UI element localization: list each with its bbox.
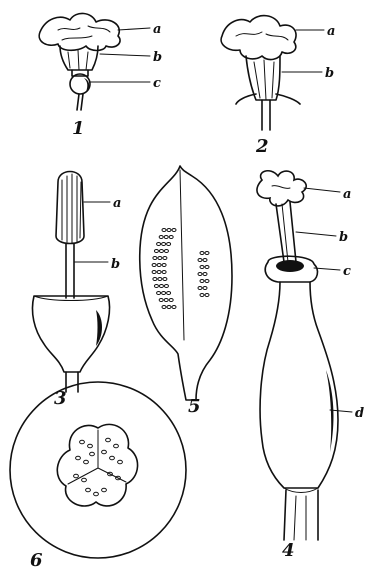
ovule [88,444,93,448]
ovule [158,257,162,260]
figure-2: a b 2 [221,16,335,157]
ovule [157,264,161,267]
figure-1-part-a: a [153,22,161,37]
ovule [90,452,95,456]
ovule [203,273,207,276]
figure-2-part-b: b [325,66,334,81]
figure-3-part-b: b [111,257,120,272]
ovule [153,278,157,281]
ovule [205,280,209,283]
figure-6: 6 [10,382,186,571]
ovule [118,460,123,464]
ovule [200,266,204,269]
ovule [162,243,166,246]
figure-1: a b c 1 [39,13,162,139]
ovule [205,294,209,297]
figure-4-part-b: b [339,230,348,245]
ovule [159,250,163,253]
figure-1-drawing [39,13,150,110]
figure-3-part-a: a [113,196,121,211]
ovule [172,306,176,309]
ovule [80,440,85,444]
ovule [200,280,204,283]
ovule [164,299,168,302]
figure-4: a b c d 4 [257,171,364,561]
ovule [76,456,81,460]
figure-6-drawing [10,382,186,558]
ovule [198,273,202,276]
ovule [200,252,204,255]
ovule [157,243,161,246]
ovule [102,488,107,492]
ovule [84,460,89,464]
ovule [74,474,79,478]
figure-4-number: 4 [282,540,295,561]
figure-5-ovules [152,229,209,309]
ovule [169,299,173,302]
figure-2-number: 2 [255,136,269,157]
ovule [102,450,107,454]
figure-2-drawing [221,16,324,130]
ovule [82,478,87,482]
ovule [163,257,167,260]
ovule [106,438,111,442]
figure-3-drawing [32,172,110,393]
ovule [167,229,171,232]
figure-6-number: 6 [30,550,43,571]
figure-4-drawing [257,171,352,540]
ovule [114,444,119,448]
ovule [157,292,161,295]
ovule [159,299,163,302]
ovule [152,271,156,274]
figure-2-part-a: a [327,24,335,39]
ovule [152,264,156,267]
ovule [164,250,168,253]
figure-5: 5 [140,166,232,417]
ovule [205,266,209,269]
figure-1-part-c: c [153,76,161,91]
ovule [172,229,176,232]
figure-1-part-b: b [153,50,162,65]
ovule [203,287,207,290]
ovule [154,285,158,288]
figure-4-part-a: a [343,187,351,202]
figure-1-number: 1 [72,118,85,139]
ovule [205,252,209,255]
ovule [86,488,91,492]
ovule [167,243,171,246]
figure-3: a b 3 [32,172,121,410]
ovule [200,294,204,297]
ovule [158,278,162,281]
figure-5-drawing [140,166,232,400]
ovule [164,285,168,288]
ovule [198,287,202,290]
ovule [163,278,167,281]
ovule [94,492,99,496]
ovule [167,306,171,309]
ovule [162,306,166,309]
ovule [153,257,157,260]
ovule [162,229,166,232]
ovule [159,236,163,239]
ovule [167,292,171,295]
ovule [164,236,168,239]
ovule [159,285,163,288]
ovule [154,250,158,253]
figure-4-part-c: c [343,264,351,279]
ovule [162,271,166,274]
ovule [157,271,161,274]
figure-4-part-d: d [355,406,364,421]
ovule [203,259,207,262]
ovule [162,292,166,295]
ovule [162,264,166,267]
ovule [198,259,202,262]
ovule [110,456,115,460]
ovule [169,236,173,239]
figure-5-number: 5 [188,396,201,417]
